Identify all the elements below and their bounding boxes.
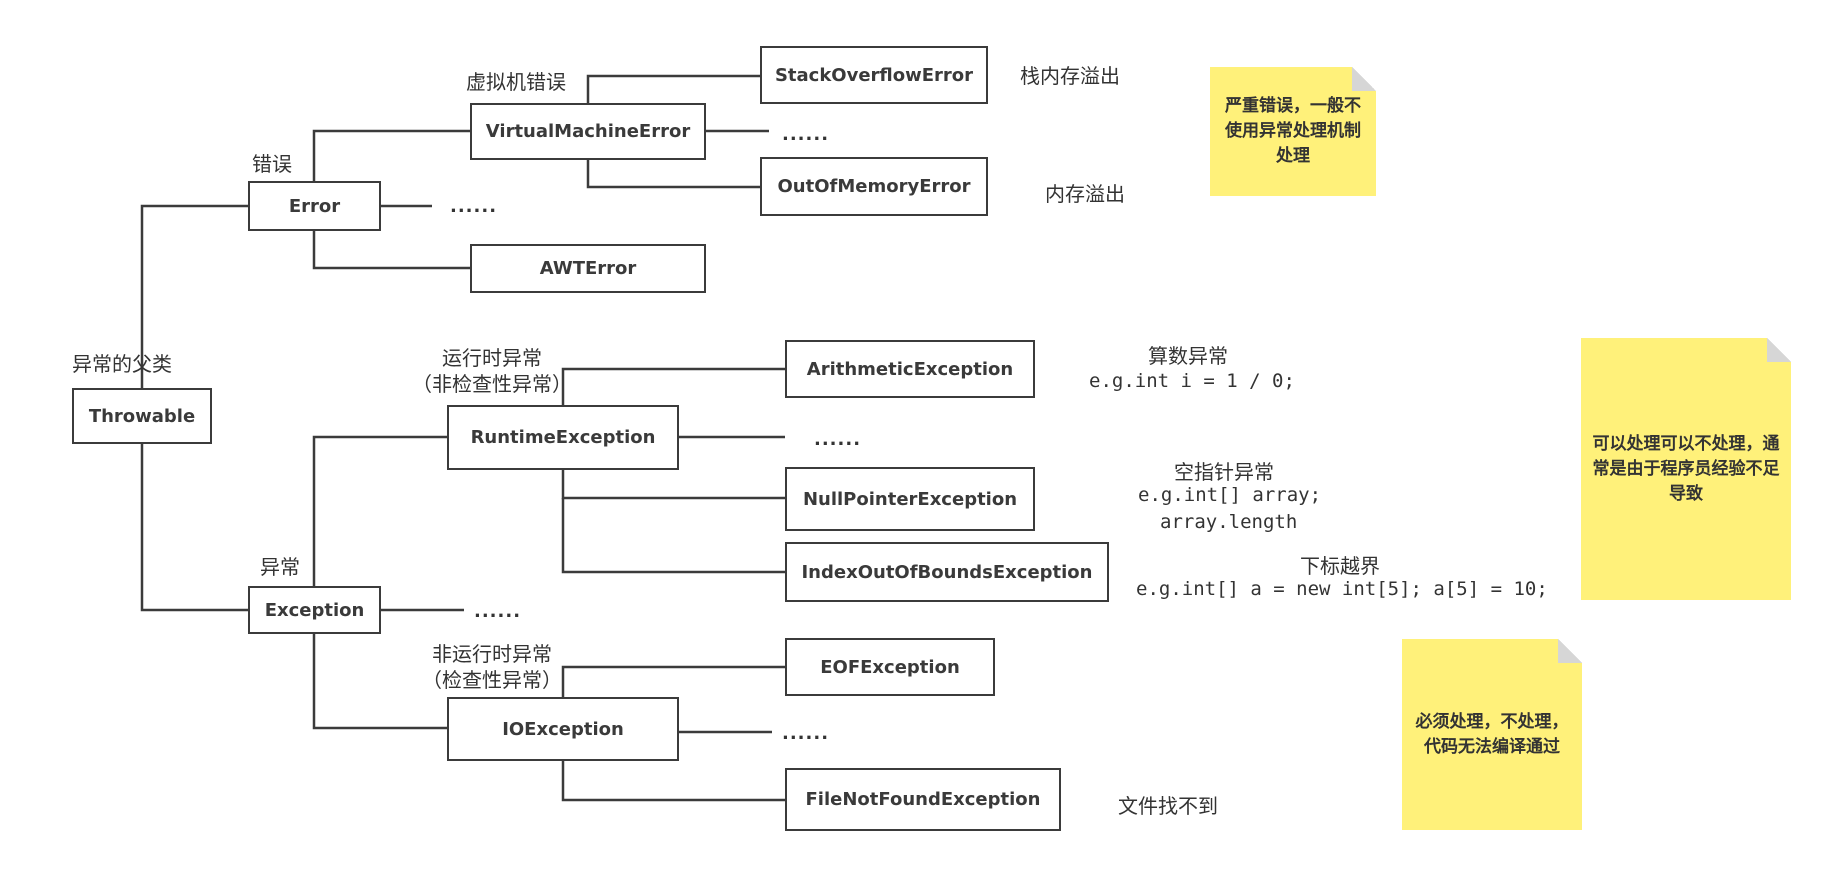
sticky-note-checked: 必须处理，不处理，代码无法编译通过: [1402, 639, 1582, 830]
node-file-not-found-exception: FileNotFoundException: [785, 768, 1061, 831]
io-label-line2: （检查性异常）: [422, 668, 562, 692]
line-vm-oom: [586, 159, 760, 189]
error-label: 错误: [252, 152, 292, 176]
io-label: 非运行时异常 （检查性异常）: [412, 641, 572, 693]
io-label-line1: 非运行时异常: [432, 642, 552, 666]
line-vm-stack: [586, 74, 760, 103]
node-awt-error: AWTError: [470, 244, 706, 293]
runtime-label-line2: （非检查性异常）: [412, 372, 572, 396]
line-exception-io: [312, 634, 447, 730]
node-runtime-exception: RuntimeException: [447, 405, 679, 470]
stack-overflow-desc: 栈内存溢出: [1020, 64, 1120, 88]
node-null-pointer-exception: NullPointerException: [785, 467, 1035, 531]
runtime-label-line1: 运行时异常: [442, 346, 542, 370]
node-exception: Exception: [248, 586, 381, 634]
ellipsis-error: ......: [450, 196, 498, 217]
null-pointer-code-line2: array.length: [1160, 511, 1298, 533]
vm-error-label: 虚拟机错误: [466, 70, 566, 94]
line-error-awt: [312, 229, 470, 270]
index-desc: 下标越界: [1300, 554, 1380, 578]
line-io-fnf: [561, 760, 785, 802]
ellipsis-io: ......: [782, 723, 830, 744]
line-runtime-null: [561, 469, 785, 500]
note-fold: [1767, 338, 1791, 362]
sticky-note-error: 严重错误，一般不使用异常处理机制处理: [1210, 67, 1376, 196]
index-code: e.g.int[] a = new int[5]; a[5] = 10;: [1136, 578, 1548, 600]
note-fold: [1558, 639, 1582, 663]
ellipsis-exception: ......: [474, 601, 522, 622]
node-eof-exception: EOFException: [785, 638, 995, 696]
node-virtual-machine-error: VirtualMachineError: [470, 103, 706, 160]
arithmetic-desc: 算数异常: [1148, 344, 1228, 368]
runtime-note-text: 可以处理可以不处理，通常是由于程序员经验不足导致: [1592, 433, 1780, 504]
node-error: Error: [248, 181, 381, 231]
checked-note-text: 必须处理，不处理，代码无法编译通过: [1415, 711, 1569, 757]
node-out-of-memory-error: OutOfMemoryError: [760, 157, 988, 216]
node-arithmetic-exception: ArithmeticException: [785, 340, 1035, 398]
arithmetic-code: e.g.int i = 1 / 0;: [1089, 370, 1295, 392]
out-of-memory-desc: 内存溢出: [1045, 182, 1125, 206]
null-pointer-code-line1: e.g.int[] array;: [1138, 484, 1322, 506]
error-note-text: 严重错误，一般不使用异常处理机制处理: [1225, 96, 1361, 166]
node-io-exception: IOException: [447, 697, 679, 761]
throwable-label: 异常的父类: [72, 352, 172, 376]
runtime-label: 运行时异常 （非检查性异常）: [394, 345, 590, 397]
exception-label: 异常: [260, 555, 300, 579]
line-runtime-arith: [561, 367, 785, 405]
file-not-found-desc: 文件找不到: [1118, 794, 1218, 818]
line-io-eof: [561, 665, 785, 697]
null-pointer-desc: 空指针异常: [1174, 460, 1274, 484]
node-stack-overflow-error: StackOverflowError: [760, 46, 988, 104]
sticky-note-runtime: 可以处理可以不处理，通常是由于程序员经验不足导致: [1581, 338, 1791, 600]
ellipsis-runtime: ......: [814, 429, 862, 450]
line-exception-runtime: [312, 435, 447, 586]
line-throwable-exception: [140, 442, 249, 612]
line-error-vm: [312, 129, 470, 181]
node-throwable: Throwable: [72, 388, 212, 444]
note-fold: [1352, 67, 1376, 91]
node-index-out-of-bounds-exception: IndexOutOfBoundsException: [785, 542, 1109, 602]
line-runtime-index: [561, 498, 785, 574]
ellipsis-vm: ......: [782, 124, 830, 145]
line-throwable-error: [140, 204, 249, 388]
